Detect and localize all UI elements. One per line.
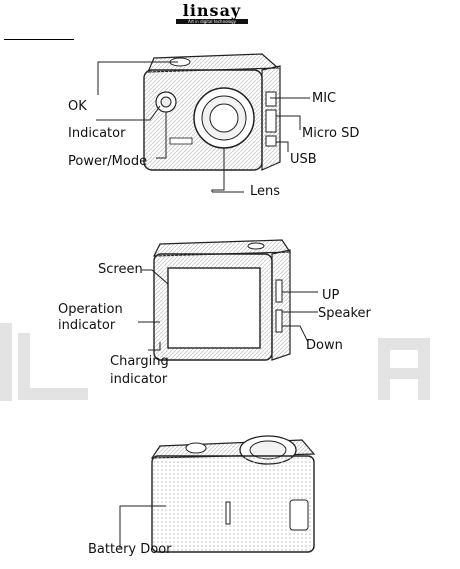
camera-bottom-illustration (119, 435, 316, 553)
label-micro-sd: Micro SD (302, 126, 360, 141)
camera-front-illustration (96, 53, 310, 193)
label-indicator: Indicator (68, 126, 126, 141)
label-screen: Screen (98, 262, 143, 277)
brand-tagline: Art in digital technology (188, 19, 237, 24)
camera-back-illustration (138, 239, 318, 361)
label-down: Down (306, 338, 343, 353)
label-charging-indicator-2: indicator (110, 372, 168, 387)
label-charging-indicator: Charging (110, 354, 169, 369)
brand-wordmark: linsay (183, 3, 241, 20)
brand-logo: linsay Art in digital technology (170, 3, 254, 25)
label-operation-indicator: Operation (58, 302, 123, 317)
label-usb: USB (290, 152, 317, 167)
label-up: UP (322, 288, 340, 303)
label-battery-door: Battery Door (88, 542, 172, 557)
label-power-mode: Power/Mode (68, 154, 148, 169)
label-mic: MIC (312, 91, 337, 106)
label-ok: OK (68, 99, 87, 114)
label-operation-indicator-2: indicator (58, 318, 116, 333)
section-underline (4, 39, 74, 40)
label-speaker: Speaker (318, 306, 371, 321)
label-lens: Lens (250, 184, 281, 199)
